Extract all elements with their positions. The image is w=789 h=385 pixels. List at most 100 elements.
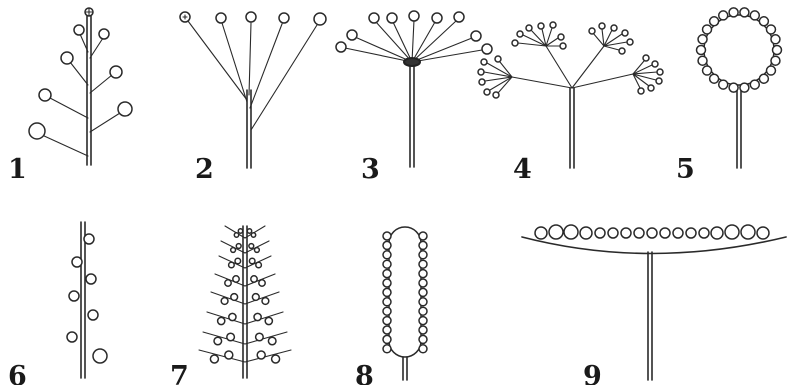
floret — [773, 46, 782, 55]
floret — [757, 227, 769, 239]
floret — [697, 46, 706, 55]
floret — [660, 228, 670, 238]
floret — [252, 294, 259, 301]
floret — [268, 337, 276, 345]
floret — [771, 56, 780, 65]
floret — [238, 229, 242, 233]
floret — [257, 351, 265, 359]
panel-7-compound-spike: 7 — [170, 226, 291, 385]
floret — [740, 83, 749, 92]
floret — [249, 244, 254, 249]
floret — [549, 225, 563, 239]
floret — [698, 56, 707, 65]
floret — [419, 326, 427, 334]
pedicel — [207, 312, 245, 324]
panel-label-5: 5 — [676, 154, 695, 185]
floret — [255, 248, 260, 253]
floret — [710, 74, 719, 83]
floret — [251, 233, 255, 237]
panel-5-head: 5 — [676, 8, 782, 185]
floret — [383, 260, 391, 268]
floret — [265, 317, 272, 324]
floret — [419, 298, 427, 306]
panel-1-raceme: 1 — [8, 8, 132, 185]
floret — [673, 228, 683, 238]
floret — [383, 307, 391, 315]
floret — [750, 80, 759, 89]
floret — [383, 298, 391, 306]
floret — [234, 233, 238, 237]
floret — [419, 232, 427, 240]
spikelets — [199, 226, 291, 363]
floret — [419, 317, 427, 325]
floret — [741, 225, 755, 239]
floret — [729, 8, 738, 17]
floret — [711, 227, 723, 239]
panel-label-4: 4 — [513, 154, 532, 185]
pedicel — [203, 332, 245, 344]
floret — [233, 276, 239, 282]
floret — [419, 260, 427, 268]
floret — [419, 288, 427, 296]
floret — [383, 251, 391, 259]
panel-label-6: 6 — [8, 361, 27, 385]
pedicel — [245, 332, 287, 344]
floret — [766, 25, 775, 34]
floret — [740, 8, 749, 17]
floret — [647, 228, 657, 238]
floret — [419, 345, 427, 353]
floret — [759, 74, 768, 83]
floret — [249, 258, 255, 264]
floret — [419, 241, 427, 249]
panel-3-simple-umbel: 3 — [336, 11, 492, 185]
floret — [725, 225, 739, 239]
floret — [383, 335, 391, 343]
floret — [419, 270, 427, 278]
panel-4-compound-umbel: 4 — [478, 22, 663, 185]
floret — [231, 248, 236, 253]
floret — [580, 227, 592, 239]
panel-label-1: 1 — [8, 154, 27, 185]
panel-6-spike: 6 — [8, 222, 107, 385]
floret — [759, 17, 768, 26]
floret — [729, 83, 738, 92]
floret — [225, 351, 233, 359]
floret — [608, 228, 618, 238]
floret — [227, 333, 235, 341]
floret — [383, 232, 391, 240]
pedicel — [245, 350, 291, 362]
floret — [383, 326, 391, 334]
floret — [229, 313, 236, 320]
floret — [698, 35, 707, 44]
floret — [235, 258, 241, 264]
floret — [247, 229, 251, 233]
floret — [703, 25, 712, 34]
floret — [272, 355, 280, 363]
floret — [251, 276, 257, 282]
floret — [383, 270, 391, 278]
panel-label-9: 9 — [583, 361, 602, 385]
floret — [236, 244, 241, 249]
capitulum-florets — [535, 225, 769, 239]
panel-label-3: 3 — [361, 154, 380, 185]
pedicel — [199, 350, 245, 362]
floret — [214, 337, 222, 345]
floret — [564, 225, 578, 239]
panel-label-7: 7 — [170, 361, 189, 385]
floret — [595, 228, 605, 238]
floret — [535, 227, 547, 239]
floret — [218, 317, 225, 324]
floret — [383, 345, 391, 353]
panel-2-corymb: 2 — [180, 12, 326, 185]
floret — [221, 298, 228, 305]
floret — [229, 262, 235, 268]
floret — [225, 280, 231, 286]
floret — [766, 66, 775, 75]
floret — [383, 288, 391, 296]
floret — [419, 251, 427, 259]
floret — [771, 35, 780, 44]
floret — [256, 262, 262, 268]
panel-label-8: 8 — [355, 361, 374, 385]
panel-label-2: 2 — [195, 154, 214, 185]
